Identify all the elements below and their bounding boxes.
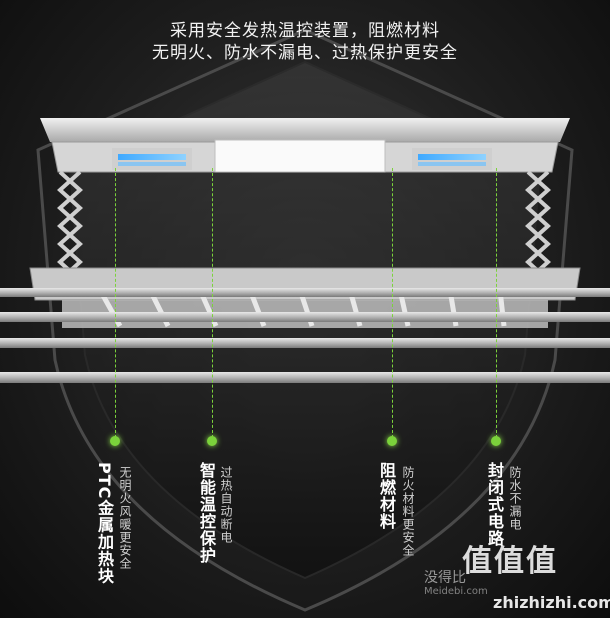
feature-desc-2: 过热自动断电 [219, 466, 233, 544]
feature-desc-4: 防水不漏电 [508, 466, 522, 531]
watermark-url: zhizhizhi.com [493, 593, 610, 612]
leader-line-2 [212, 168, 213, 438]
leader-line-3 [392, 168, 393, 438]
watermark-site-name: 没得比 [424, 570, 466, 586]
watermark-logo: 值值值 [462, 544, 558, 579]
leader-line-1 [115, 168, 116, 438]
feature-dot-4 [491, 436, 501, 446]
feature-title-2: 智能温控保护 [197, 462, 216, 564]
feature-dot-2 [207, 436, 217, 446]
headline-line-2: 无明火、防水不漏电、过热保护更安全 [152, 43, 458, 63]
watermark-site-domain: Meidebi.com [424, 586, 488, 597]
feature-dot-3 [387, 436, 397, 446]
feature-desc-3: 防火材料更安全 [401, 466, 415, 557]
leader-line-4 [496, 168, 497, 438]
feature-title-4: 封闭式电路 [485, 462, 504, 547]
headline-line-1: 采用安全发热温控装置，阻燃材料 [170, 21, 440, 41]
feature-title-3: 阻燃材料 [377, 462, 396, 530]
feature-title-1: PTC金属加热块 [95, 462, 114, 585]
feature-dot-1 [110, 436, 120, 446]
feature-desc-1: 无明火风暖更安全 [118, 466, 132, 570]
